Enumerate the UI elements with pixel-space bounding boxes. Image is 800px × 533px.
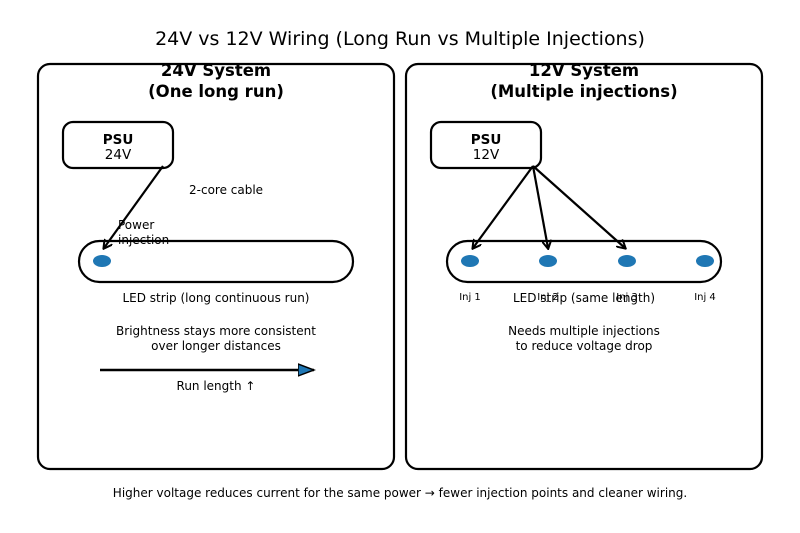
left-panel-frame: [36, 62, 396, 471]
right-injection-label-2: Inj 2: [537, 292, 559, 303]
left-panel-24v: 24V System (One long run) PSU 24V 2-core…: [36, 61, 396, 471]
right-panel-subheading: (Multiple injections): [490, 82, 677, 101]
right-panel-12v: 12V System (Multiple injections) PSU 12V…: [404, 61, 764, 471]
right-note-line1: Needs multiple injections: [508, 324, 660, 338]
left-psu-box: [61, 120, 175, 170]
right-cable-arrow-3: [532, 165, 625, 248]
left-injection-label-line1: Power: [118, 218, 154, 232]
left-note-line1: Brightness stays more consistent: [116, 324, 316, 338]
left-cable-label: 2-core cable: [189, 183, 263, 197]
right-injection-label-3: Inj 3: [616, 292, 638, 303]
right-injection-label-1: Inj 1: [459, 292, 481, 303]
right-injection-dot-2: [539, 255, 557, 267]
left-cable-arrow: [104, 165, 164, 248]
diagram-title: 24V vs 12V Wiring (Long Run vs Multiple …: [155, 28, 645, 50]
right-led-strip: [445, 239, 723, 284]
right-panel-frame: [404, 62, 764, 471]
left-panel-heading: 24V System: [161, 61, 271, 80]
right-injection-label-4: Inj 4: [694, 292, 716, 303]
right-psu-box: [429, 120, 543, 170]
right-injection-dot-1: [461, 255, 479, 267]
left-psu-voltage: 24V: [105, 147, 132, 163]
left-injection-dot: [93, 255, 111, 267]
right-panel-heading: 12V System: [529, 61, 639, 80]
left-led-strip: [77, 239, 355, 284]
right-psu-label: PSU: [471, 132, 502, 148]
left-panel-subheading: (One long run): [148, 82, 284, 101]
right-injection-dot-3: [618, 255, 636, 267]
right-injection-dot-4: [696, 255, 714, 267]
right-psu-voltage: 12V: [473, 147, 500, 163]
left-note-line2: over longer distances: [151, 339, 281, 353]
right-cable-arrow-2: [531, 165, 548, 248]
right-strip-label: LED strip (same length): [513, 291, 655, 305]
right-note-line2: to reduce voltage drop: [516, 339, 653, 353]
run-length-label: Run length ↑: [177, 379, 256, 393]
right-cable-arrow-1: [473, 165, 534, 248]
left-strip-label: LED strip (long continuous run): [122, 291, 309, 305]
footer-caption: Higher voltage reduces current for the s…: [113, 486, 687, 500]
left-psu-label: PSU: [103, 132, 134, 148]
